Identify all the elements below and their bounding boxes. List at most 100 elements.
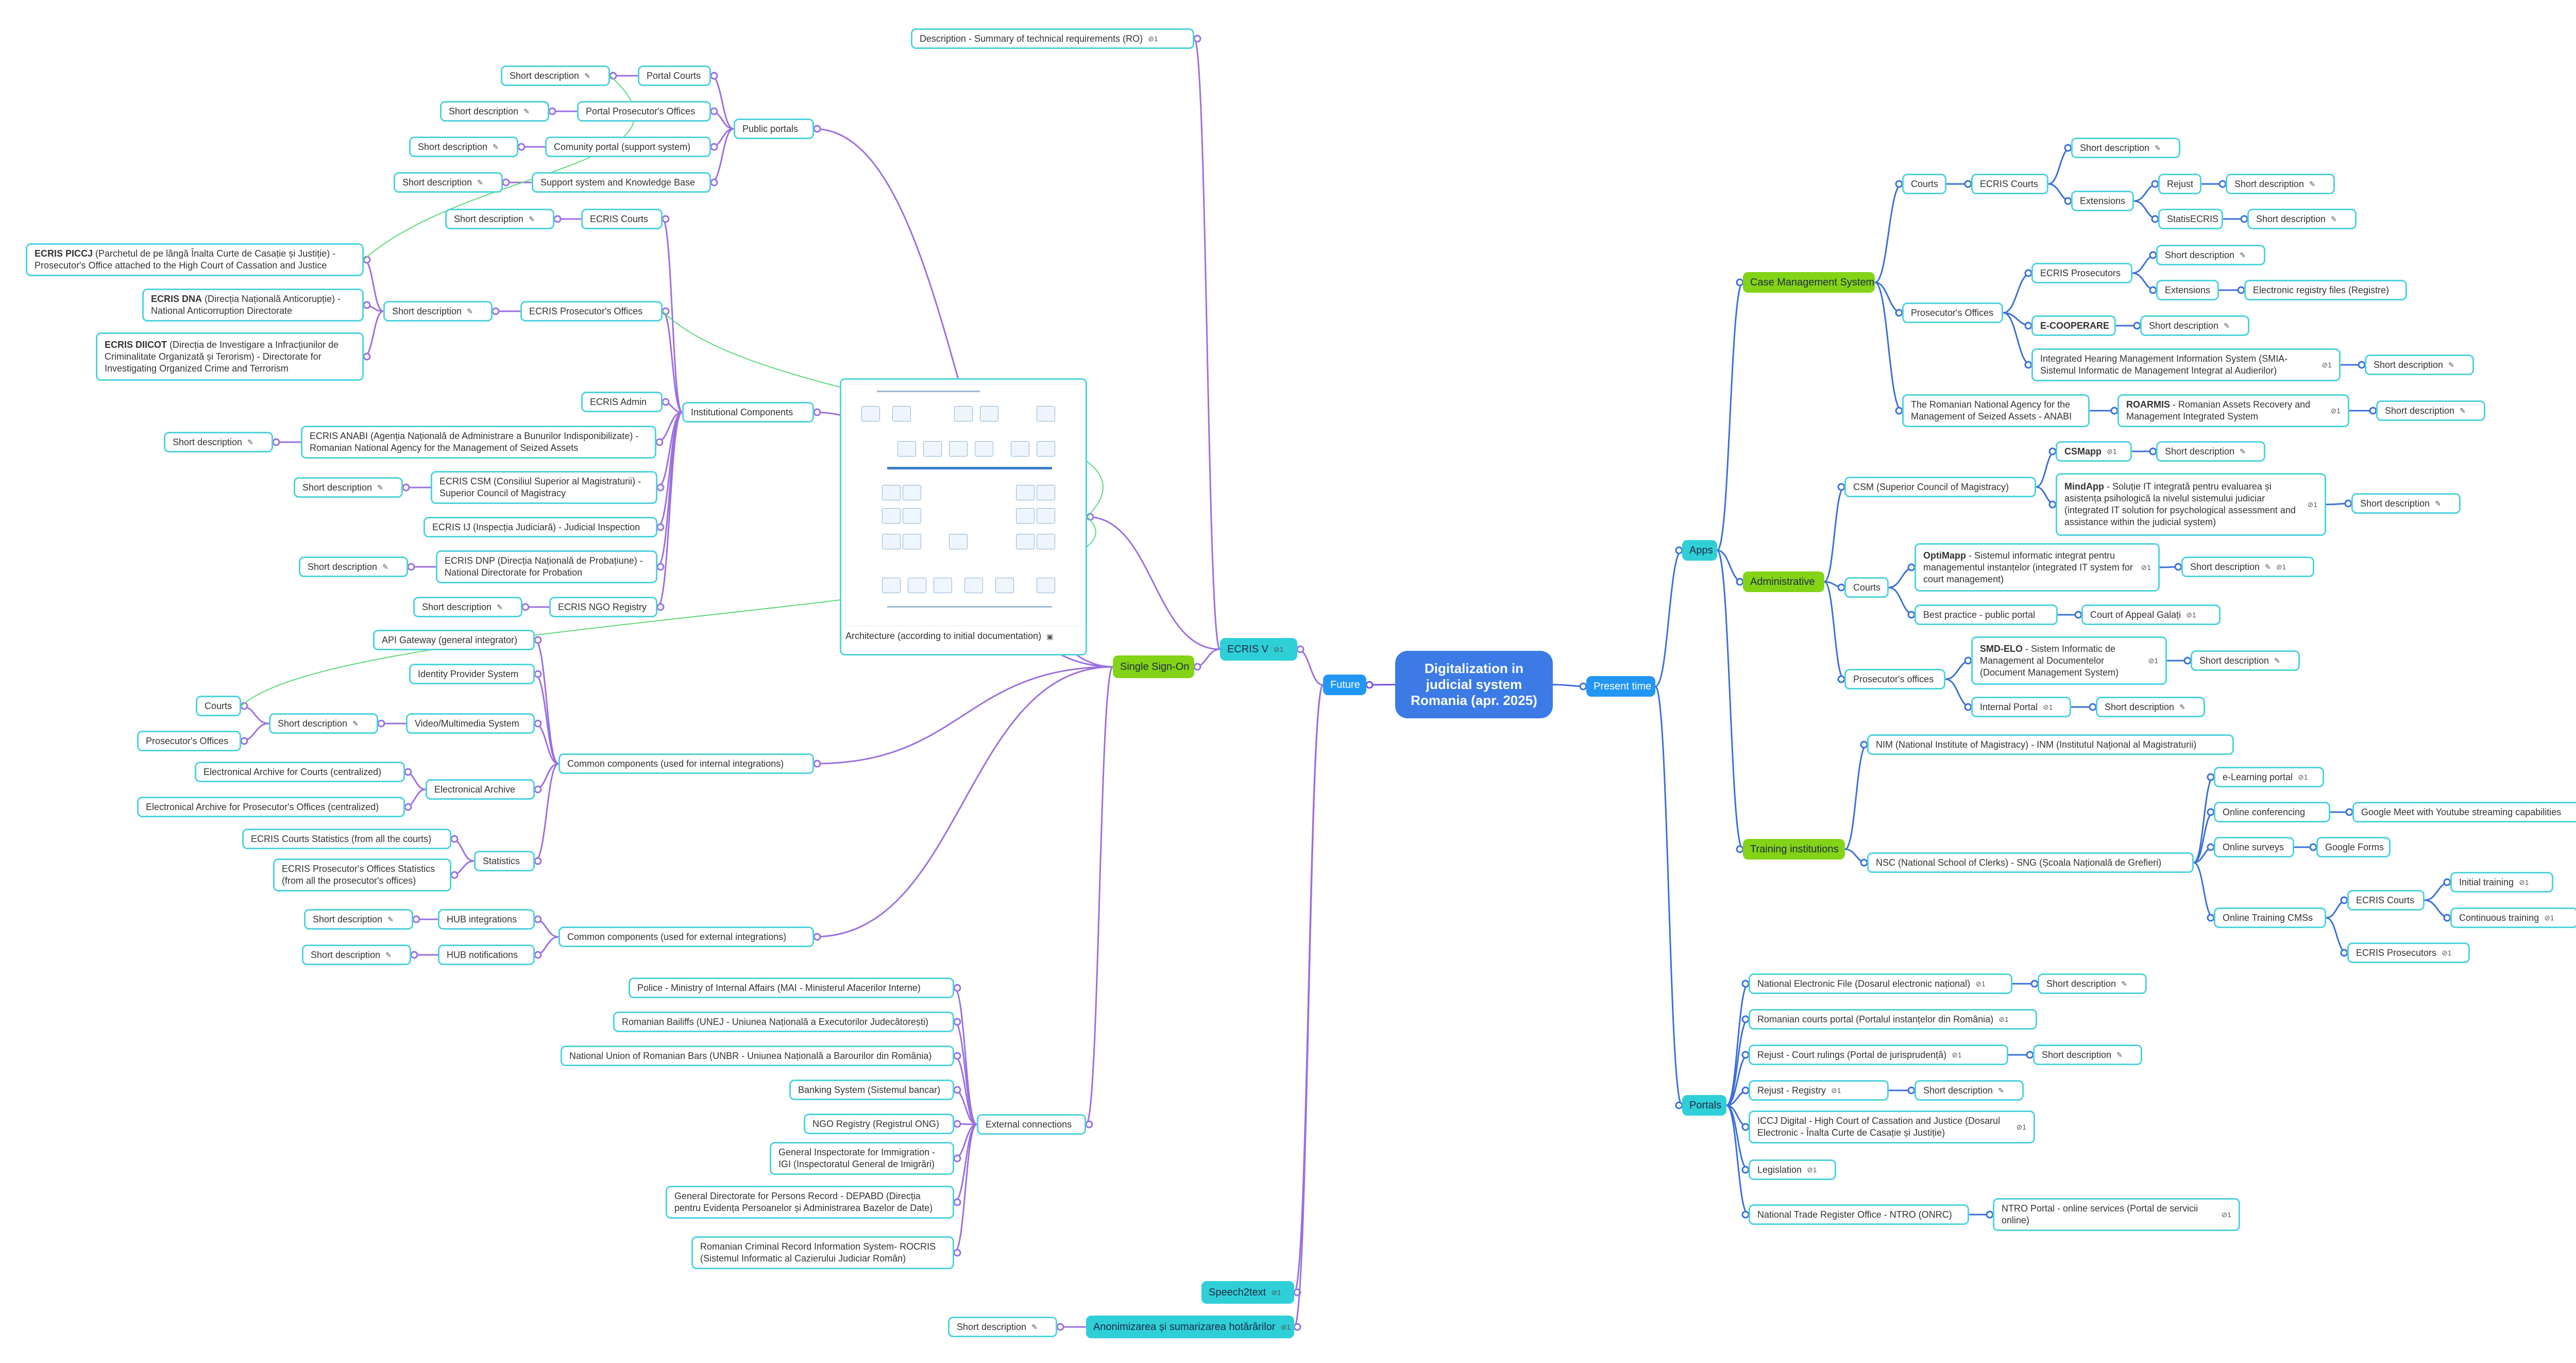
romanian-courts-portal-node[interactable]: Romanian courts portal (Portalul instanț… xyxy=(1749,1009,2037,1030)
ecris-ngo-registry-node[interactable]: ECRIS NGO Registry xyxy=(549,597,657,617)
electronical-archive-node[interactable]: Electronical Archive xyxy=(426,779,535,800)
description-node[interactable]: Description - Summary of technical requi… xyxy=(911,28,1194,49)
external-connections-node[interactable]: External connections xyxy=(977,1114,1086,1135)
google-meet-node[interactable]: Google Meet with Youtube streaming capab… xyxy=(2352,802,2576,822)
admin-courts-node[interactable]: Courts xyxy=(1844,577,1889,598)
common-internal-node[interactable]: Common components (used for internal int… xyxy=(558,753,814,774)
internal-portal-node[interactable]: Internal Portal⊘1 xyxy=(1971,697,2071,717)
best-practice-node[interactable]: Best practice - public portal xyxy=(1914,604,2058,625)
short-description-node[interactable]: Short description✎ xyxy=(2226,174,2335,194)
ecris-dna-node[interactable]: ECRIS DNA (Direcția Națională Anticorupț… xyxy=(142,289,364,322)
ecris-anabi-node[interactable]: ECRIS ANABI (Agenția Națională de Admini… xyxy=(301,426,656,459)
ecris-courts-node[interactable]: ECRIS Courts xyxy=(581,209,663,229)
short-description-node[interactable]: Short description✎⊘1 xyxy=(2181,557,2314,577)
court-of-appeal-galati-node[interactable]: Court of Appeal Galați⊘1 xyxy=(2081,604,2221,625)
e-learning-node[interactable]: e-Learning portal⊘1 xyxy=(2214,767,2324,787)
video-courts-node[interactable]: Courts xyxy=(196,696,241,716)
ecris-admin-node[interactable]: ECRIS Admin xyxy=(581,392,663,412)
rocris-node[interactable]: Romanian Criminal Record Information Sys… xyxy=(691,1236,954,1269)
common-external-node[interactable]: Common components (used for external int… xyxy=(558,927,814,947)
cms-ecris-courts-node[interactable]: ECRIS Courts xyxy=(1971,174,2048,194)
short-description-node[interactable]: Short description✎ xyxy=(164,432,273,452)
identity-provider-node[interactable]: Identity Provider System xyxy=(409,664,535,684)
short-description-node[interactable]: Short description✎ xyxy=(2033,1045,2142,1065)
ecris-piccj-node[interactable]: ECRIS PICCJ (Parchetul de pe lângă Înalt… xyxy=(26,243,364,276)
archive-courts-node[interactable]: Electronical Archive for Courts (central… xyxy=(195,762,405,782)
rejust-node[interactable]: Rejust xyxy=(2158,174,2201,194)
courts-statistics-node[interactable]: ECRIS Courts Statistics (from all the co… xyxy=(242,829,451,849)
csmapp-node[interactable]: CSMapp⊘1 xyxy=(2056,441,2132,462)
short-description-node[interactable]: Short description✎ xyxy=(2038,973,2147,994)
short-description-node[interactable]: Short description✎ xyxy=(445,209,554,229)
community-portal-node[interactable]: Comunity portal (support system) xyxy=(545,137,711,157)
online-conferencing-node[interactable]: Online conferencing xyxy=(2214,802,2330,822)
short-description-node[interactable]: Short description✎ xyxy=(302,945,411,965)
igi-node[interactable]: General Inspectorate for Immigration - I… xyxy=(770,1142,954,1175)
smd-elo-node[interactable]: SMD-ELO - Sistem Informatic de Managemen… xyxy=(1971,636,2167,685)
nim-node[interactable]: NIM (National Institute of Magistracy) -… xyxy=(1867,734,2234,755)
short-description-node[interactable]: Short description✎ xyxy=(409,137,518,157)
hub-integrations-node[interactable]: HUB integrations xyxy=(438,909,535,930)
rejust-court-rulings-node[interactable]: Rejust - Court rulings (Portal de jurisp… xyxy=(1749,1045,2008,1065)
prosecutors-statistics-node[interactable]: ECRIS Prosecutor's Offices Statistics (f… xyxy=(273,859,451,891)
apps-node[interactable]: Apps xyxy=(1682,540,1717,561)
short-description-node[interactable]: Short description✎ xyxy=(394,172,503,193)
cms-ecris-prosecutors-node[interactable]: ECRIS Prosecutors xyxy=(2031,263,2132,283)
statisecris-node[interactable]: StatisECRIS xyxy=(2158,209,2223,229)
training-ecris-prosecutors-node[interactable]: ECRIS Prosecutors⊘1 xyxy=(2347,943,2470,963)
future-node[interactable]: Future xyxy=(1323,675,1366,695)
cms-prosecutors-node[interactable]: Prosecutor's Offices xyxy=(1902,302,2003,323)
short-description-node[interactable]: Short description✎ xyxy=(304,909,413,930)
short-description-node[interactable]: Short description✎ xyxy=(2365,355,2474,375)
statistics-node[interactable]: Statistics xyxy=(474,851,535,871)
architecture-node[interactable]: Architecture (according to initial docum… xyxy=(840,378,1087,655)
csm-node[interactable]: CSM (Superior Council of Magistracy) xyxy=(1844,477,2036,497)
short-description-node[interactable]: Short description✎ xyxy=(440,101,549,122)
administrative-node[interactable]: Administrative xyxy=(1743,571,1824,592)
extensions-node[interactable]: Extensions xyxy=(2156,280,2219,300)
ngo-registry-node[interactable]: NGO Registry (Registrul ONG) xyxy=(804,1114,954,1134)
iccj-digital-node[interactable]: ICCJ Digital - High Court of Cassation a… xyxy=(1749,1110,2035,1143)
institutional-components-node[interactable]: Institutional Components xyxy=(682,402,814,423)
bars-node[interactable]: National Union of Romanian Bars (UNBR - … xyxy=(561,1046,954,1066)
short-description-node[interactable]: Short description✎ xyxy=(1914,1080,2024,1101)
police-node[interactable]: Police - Ministry of Internal Affairs (M… xyxy=(629,978,954,998)
short-description-node[interactable]: Short description✎ xyxy=(299,557,408,577)
nsc-node[interactable]: NSC (National School of Clerks) - SNG (Ș… xyxy=(1867,852,2194,873)
electronic-registry-node[interactable]: Electronic registry files (Registre) xyxy=(2244,280,2407,300)
short-description-node[interactable]: Short description✎ xyxy=(2156,441,2265,462)
present-time-node[interactable]: Present time xyxy=(1586,676,1655,697)
short-description-node[interactable]: Short description✎ xyxy=(2071,138,2180,158)
case-management-node[interactable]: Case Management System xyxy=(1743,272,1875,293)
google-forms-node[interactable]: Google Forms xyxy=(2316,837,2391,857)
banking-node[interactable]: Banking System (Sistemul bancar) xyxy=(789,1080,954,1100)
ecris-prosecutors-offices-node[interactable]: ECRIS Prosecutor's Offices xyxy=(520,301,663,322)
public-portals-node[interactable]: Public portals xyxy=(734,119,814,139)
anonimizare-node[interactable]: Anonimizarea și sumarizarea hotărârilor⊘… xyxy=(1086,1316,1294,1338)
ecris-v-node[interactable]: ECRIS V⊘1 xyxy=(1220,638,1297,661)
portals-node[interactable]: Portals xyxy=(1682,1095,1726,1116)
bailiffs-node[interactable]: Romanian Bailiffs (UNEJ - Uniunea Națion… xyxy=(613,1012,954,1032)
national-electronic-file-node[interactable]: National Electronic File (Dosarul electr… xyxy=(1749,973,2012,994)
ntro-portal-node[interactable]: NTRO Portal - online services (Portal de… xyxy=(1993,1198,2240,1231)
short-description-node[interactable]: Short description✎ xyxy=(413,597,522,617)
optimapp-node[interactable]: OptiMapp - Sistemul informatic integrat … xyxy=(1914,543,2160,592)
training-institutions-node[interactable]: Training institutions xyxy=(1743,839,1845,860)
short-description-node[interactable]: Short description✎ xyxy=(2140,315,2249,336)
mindapp-node[interactable]: MindApp - Soluție IT integrată pentru ev… xyxy=(2056,473,2326,536)
ecris-ij-node[interactable]: ECRIS IJ (Inspecția Judiciară) - Judicia… xyxy=(423,517,657,537)
short-description-node[interactable]: Short description✎ xyxy=(2156,245,2265,265)
cms-courts-node[interactable]: Courts xyxy=(1902,174,1946,194)
extensions-node[interactable]: Extensions xyxy=(2071,191,2134,211)
smia-node[interactable]: Integrated Hearing Management Informatio… xyxy=(2031,348,2341,381)
api-gateway-node[interactable]: API Gateway (general integrator) xyxy=(373,630,535,650)
online-surveys-node[interactable]: Online surveys xyxy=(2214,837,2294,857)
video-prosecutors-node[interactable]: Prosecutor's Offices xyxy=(137,731,241,751)
rejust-registry-node[interactable]: Rejust - Registry⊘1 xyxy=(1749,1080,1889,1101)
short-description-node[interactable]: Short description✎ xyxy=(2247,209,2357,229)
support-system-node[interactable]: Support system and Knowledge Base xyxy=(532,172,711,193)
short-description-node[interactable]: Short description✎ xyxy=(2351,493,2461,514)
hub-notifications-node[interactable]: HUB notifications xyxy=(438,945,535,965)
speech2text-node[interactable]: Speech2text⊘1 xyxy=(1201,1281,1294,1304)
